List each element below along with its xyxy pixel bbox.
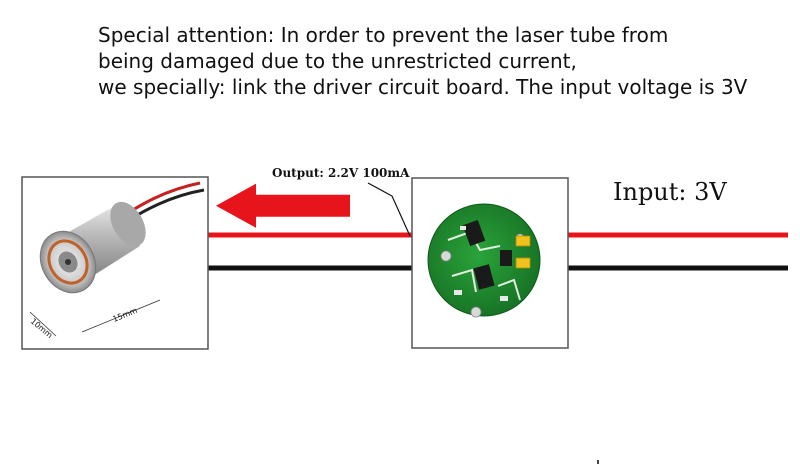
driver-board-photo	[411, 177, 569, 349]
notice-line-2: being damaged due to the unrestricted cu…	[98, 49, 577, 73]
notice-line-3: we specially: link the driver circuit bo…	[98, 75, 748, 99]
notice-line-1: Special attention: In order to prevent t…	[98, 23, 669, 47]
output-label: Output: 2.2V 100mA	[272, 166, 410, 180]
notice-text: Special attention: In order to prevent t…	[98, 22, 778, 100]
input-label: Input: 3V	[613, 178, 727, 206]
laser-module-photo: 10mm 15mm	[21, 176, 209, 350]
stray-mark	[597, 460, 599, 464]
left-arrow-icon	[216, 183, 350, 228]
output-leader-line	[367, 182, 411, 237]
